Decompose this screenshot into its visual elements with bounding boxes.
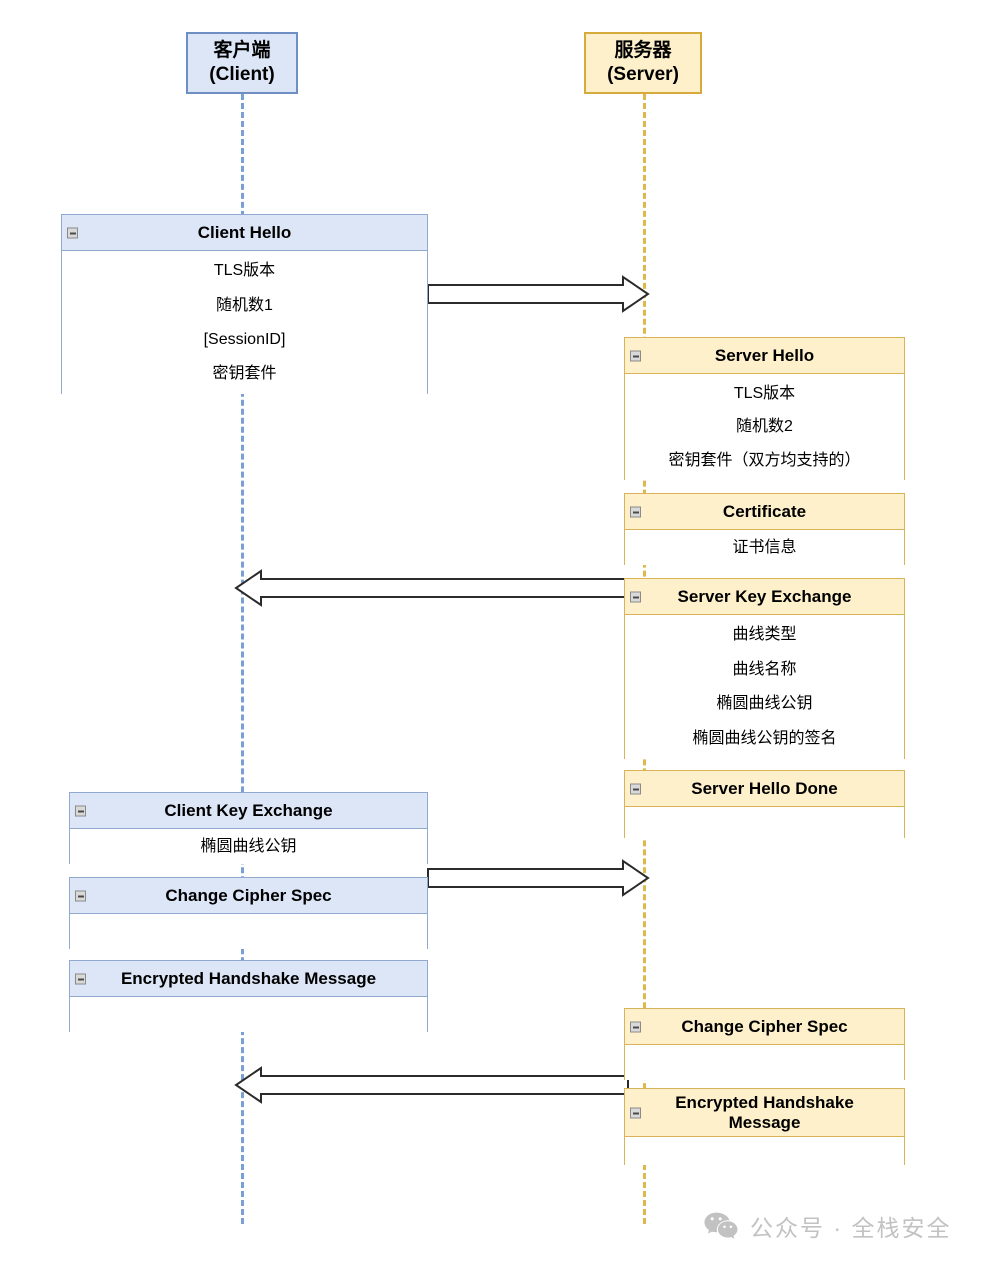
message-frame-client-key-exchange[interactable]: Client Key Exchange 椭圆曲线公钥 bbox=[69, 792, 428, 864]
message-row: 密钥套件 bbox=[212, 365, 277, 383]
actor-client-name-en: (Client) bbox=[209, 64, 275, 85]
message-row: 随机数1 bbox=[216, 296, 273, 314]
minus-box-icon[interactable] bbox=[630, 783, 641, 794]
message-frame-header[interactable]: Server Hello bbox=[625, 338, 904, 374]
message-frame-server-change-cipher-spec[interactable]: Change Cipher Spec bbox=[624, 1008, 905, 1080]
minus-box-icon[interactable] bbox=[630, 506, 641, 517]
message-frame-header[interactable]: Client Key Exchange bbox=[70, 793, 427, 829]
minus-box-icon[interactable] bbox=[75, 890, 86, 901]
message-row: 曲线类型 bbox=[732, 626, 797, 644]
message-row: 证书信息 bbox=[732, 538, 797, 556]
actor-client-name-cn: 客户端 bbox=[213, 39, 271, 61]
message-frame-client-change-cipher-spec[interactable]: Change Cipher Spec bbox=[69, 877, 428, 949]
message-title: Encrypted Handshake Message bbox=[120, 968, 377, 988]
message-row: 曲线名称 bbox=[732, 660, 797, 678]
minus-box-icon[interactable] bbox=[630, 591, 641, 602]
message-frame-body: 曲线类型 曲线名称 椭圆曲线公钥 椭圆曲线公钥的签名 bbox=[625, 615, 904, 759]
actor-server-name-cn: 服务器 bbox=[614, 39, 672, 61]
minus-box-icon[interactable] bbox=[75, 973, 86, 984]
message-frame-certificate[interactable]: Certificate 证书信息 bbox=[624, 493, 905, 565]
message-frame-body bbox=[625, 1045, 904, 1080]
message-title: Server Key Exchange bbox=[677, 586, 852, 606]
message-frame-body bbox=[70, 997, 427, 1032]
minus-box-icon[interactable] bbox=[75, 805, 86, 816]
message-row: [SessionID] bbox=[203, 330, 286, 348]
message-frame-body bbox=[625, 1137, 904, 1165]
message-frame-header[interactable]: Server Hello Done bbox=[625, 771, 904, 807]
message-frame-body bbox=[70, 914, 427, 949]
message-frame-body: 椭圆曲线公钥 bbox=[70, 829, 427, 864]
message-frame-server-encrypted-handshake[interactable]: Encrypted Handshake Message bbox=[624, 1088, 905, 1165]
message-title: Change Cipher Spec bbox=[165, 885, 332, 905]
watermark-text: 公众号 · 全栈安全 bbox=[750, 1215, 952, 1241]
message-frame-server-hello-done[interactable]: Server Hello Done bbox=[624, 770, 905, 838]
message-frame-header[interactable]: Certificate bbox=[625, 494, 904, 530]
message-title: Encrypted Handshake Message bbox=[675, 1092, 854, 1132]
message-frame-body bbox=[625, 807, 904, 838]
message-frame-header[interactable]: Server Key Exchange bbox=[625, 579, 904, 615]
message-row: 密钥套件（双方均支持的） bbox=[668, 451, 861, 469]
message-row: 随机数2 bbox=[736, 418, 793, 436]
message-frame-header[interactable]: Encrypted Handshake Message bbox=[625, 1089, 904, 1137]
wechat-icon bbox=[704, 1212, 738, 1239]
actor-client[interactable]: 客户端 (Client) bbox=[186, 32, 298, 94]
message-row: 椭圆曲线公钥 bbox=[200, 837, 297, 855]
message-row: TLS版本 bbox=[733, 384, 796, 402]
message-title: Server Hello bbox=[714, 345, 815, 365]
message-frame-header[interactable]: Change Cipher Spec bbox=[625, 1009, 904, 1045]
message-title: Client Hello bbox=[197, 222, 292, 242]
arrow-server-to-client-1 bbox=[234, 569, 629, 607]
actor-server[interactable]: 服务器 (Server) bbox=[584, 32, 702, 94]
message-frame-client-encrypted-handshake[interactable]: Encrypted Handshake Message bbox=[69, 960, 428, 1032]
minus-box-icon[interactable] bbox=[630, 1021, 641, 1032]
message-frame-header[interactable]: Change Cipher Spec bbox=[70, 878, 427, 914]
message-frame-body: TLS版本 随机数1 [SessionID] 密钥套件 bbox=[62, 251, 427, 394]
arrow-client-to-server-1 bbox=[427, 275, 652, 313]
arrow-client-to-server-2 bbox=[427, 859, 652, 897]
message-frame-body: TLS版本 随机数2 密钥套件（双方均支持的） bbox=[625, 374, 904, 480]
client-lifeline bbox=[241, 94, 244, 1224]
actor-server-name-en: (Server) bbox=[607, 64, 679, 85]
message-title: Client Key Exchange bbox=[164, 800, 333, 820]
message-row: 椭圆曲线公钥 bbox=[716, 695, 813, 713]
minus-box-icon[interactable] bbox=[630, 350, 641, 361]
message-title: Certificate bbox=[722, 501, 807, 521]
message-frame-header[interactable]: Client Hello bbox=[62, 215, 427, 251]
message-frame-server-hello[interactable]: Server Hello TLS版本 随机数2 密钥套件（双方均支持的） bbox=[624, 337, 905, 480]
message-title: Change Cipher Spec bbox=[681, 1016, 848, 1036]
message-frame-header[interactable]: Encrypted Handshake Message bbox=[70, 961, 427, 997]
message-frame-server-key-exchange[interactable]: Server Key Exchange 曲线类型 曲线名称 椭圆曲线公钥 椭圆曲… bbox=[624, 578, 905, 759]
message-frame-body: 证书信息 bbox=[625, 530, 904, 565]
minus-box-icon[interactable] bbox=[630, 1107, 641, 1118]
message-row: 椭圆曲线公钥的签名 bbox=[692, 729, 837, 747]
arrow-server-to-client-2 bbox=[234, 1066, 629, 1104]
message-row: TLS版本 bbox=[213, 262, 276, 280]
message-frame-client-hello[interactable]: Client Hello TLS版本 随机数1 [SessionID] 密钥套件 bbox=[61, 214, 428, 394]
minus-box-icon[interactable] bbox=[67, 227, 78, 238]
watermark: 公众号 · 全栈安全 bbox=[704, 1209, 951, 1243]
message-title: Server Hello Done bbox=[691, 778, 838, 798]
